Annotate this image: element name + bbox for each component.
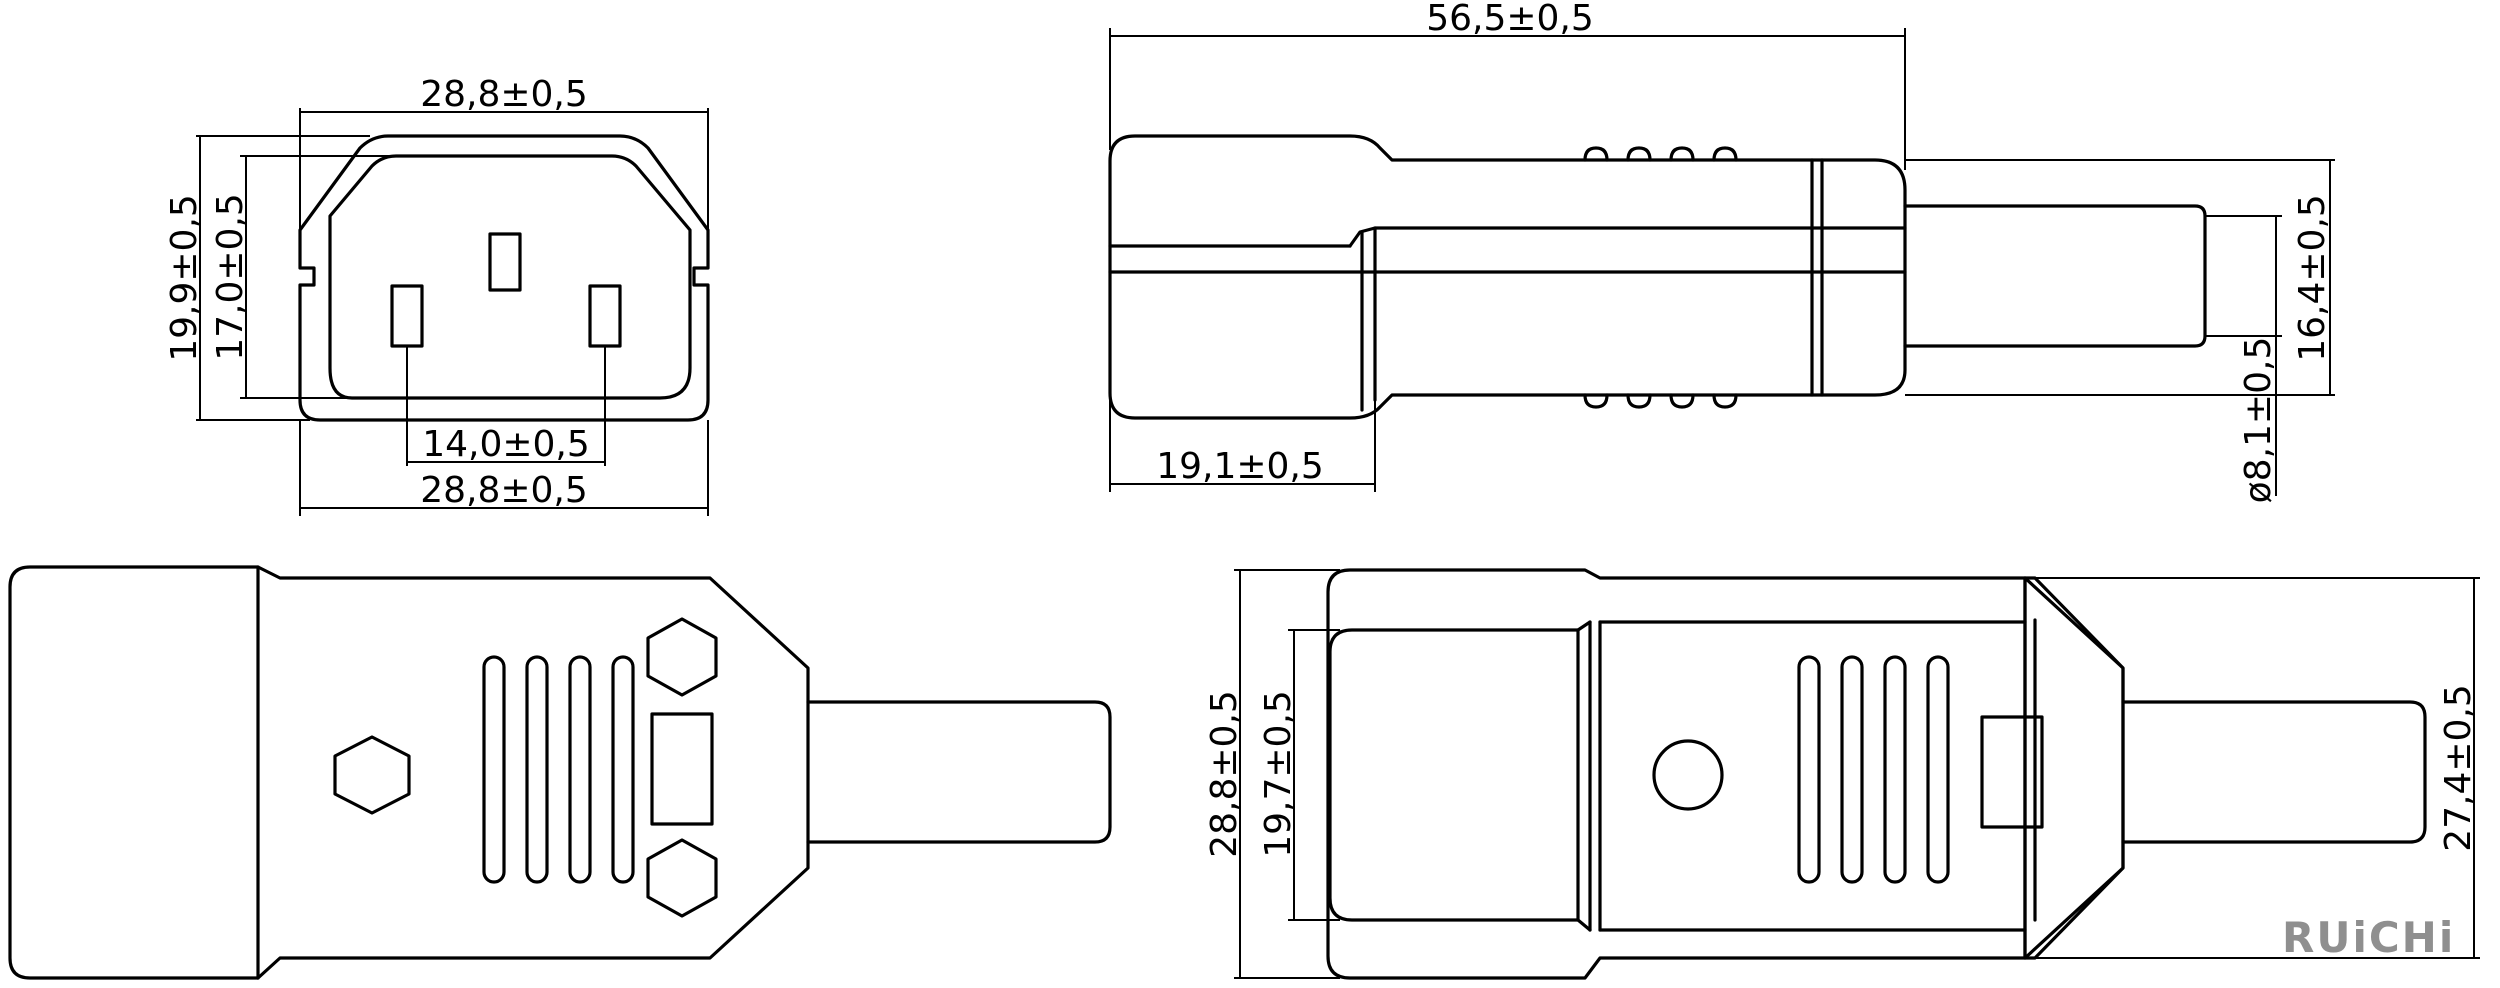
- bl-grip-slot-2: [525, 655, 549, 884]
- dim-front-width-bottom: 28,8±0,5: [299, 420, 709, 516]
- br-head-inner: [1328, 628, 1580, 922]
- front-view: 28,8±0,5 19,9±0,5 17,0±0,5 14,0±0,5: [164, 74, 710, 516]
- dim-label-front-width-top: 28,8±0,5: [420, 74, 588, 115]
- br-grip-slot-2: [1840, 655, 1864, 884]
- side-cable-outline: [1903, 204, 2207, 348]
- brand-logo: RUiCHi: [2282, 913, 2455, 962]
- br-round-mark: [1652, 739, 1724, 811]
- side-view: 56,5±0,5 19,1±0,5 16,4±0,5 ø8,1±0,5: [1108, 0, 2335, 504]
- dim-side-total-length: 56,5±0,5: [1109, 0, 1906, 170]
- socket-inner-outline: [328, 154, 692, 400]
- dim-label-side-cable-diameter: ø8,1±0,5: [2238, 337, 2279, 504]
- neutral-pin-slot: [588, 284, 622, 348]
- bl-grip-slot-4: [611, 655, 635, 884]
- grip-bump-top-3: [1669, 146, 1695, 162]
- br-grip-slot-1: [1797, 655, 1821, 884]
- br-grip-slot-4: [1926, 655, 1950, 884]
- dim-front-width-top: 28,8±0,5: [299, 74, 709, 232]
- grip-bump-bottom-2: [1626, 393, 1652, 409]
- dim-label-top-outer-width: 28,8±0,5: [1204, 690, 1245, 858]
- dim-pin-spacing: 14,0±0,5: [406, 346, 606, 466]
- dim-label-pin-spacing: 14,0±0,5: [422, 424, 590, 465]
- bl-hex-bottom: [646, 838, 718, 918]
- side-connector-outline: [1108, 134, 1907, 420]
- grip-bump-top-1: [1583, 146, 1609, 162]
- dim-top-inner-width: 19,7±0,5: [1258, 629, 1340, 921]
- bl-body-outline: [256, 565, 810, 980]
- dim-label-front-height-inner: 17,0±0,5: [210, 193, 251, 361]
- grip-bump-top-4: [1712, 146, 1738, 162]
- grip-bump-top-2: [1626, 146, 1652, 162]
- dim-side-cable-diameter: ø8,1±0,5: [2205, 215, 2282, 504]
- dim-side-cable-height: 16,4±0,5: [1905, 159, 2335, 396]
- grip-bump-bottom-1: [1583, 393, 1609, 409]
- dim-label-side-cable-height: 16,4±0,5: [2292, 194, 2333, 362]
- bl-label-window: [650, 712, 714, 826]
- dim-side-head-length: 19,1±0,5: [1109, 400, 1376, 492]
- dim-label-top-body-width: 27,4±0,5: [2438, 684, 2479, 852]
- dim-label-side-total-length: 56,5±0,5: [1426, 0, 1594, 39]
- bl-grip-slot-1: [482, 655, 506, 884]
- br-cable-outline: [2121, 700, 2427, 844]
- bl-cable-outline: [806, 700, 1112, 844]
- dim-label-front-width-bottom: 28,8±0,5: [420, 470, 588, 511]
- dim-top-body-width: 27,4±0,5: [2035, 577, 2480, 959]
- dim-front-height-inner: 17,0±0,5: [210, 155, 390, 399]
- dim-label-front-height-outer: 19,9±0,5: [164, 194, 205, 362]
- live-pin-slot: [390, 284, 424, 348]
- dim-top-outer-width: 28,8±0,5: [1204, 569, 1340, 979]
- grip-bump-bottom-4: [1712, 393, 1738, 409]
- bl-hex-left: [333, 735, 411, 815]
- grip-bump-bottom-3: [1669, 393, 1695, 409]
- dim-label-top-inner-width: 19,7±0,5: [1258, 690, 1299, 858]
- bl-grip-slot-3: [568, 655, 592, 884]
- dim-label-side-head-length: 19,1±0,5: [1156, 446, 1324, 487]
- side-flange-step-top: [1348, 226, 1907, 248]
- br-grip-slot-3: [1883, 655, 1907, 884]
- br-body-line-top: [1576, 620, 1592, 632]
- earth-pin-slot: [488, 232, 522, 292]
- dim-front-height-outer: 19,9±0,5: [164, 135, 370, 421]
- br-body-line-bottom: [1576, 918, 1592, 932]
- br-label-window: [1980, 715, 2044, 829]
- br-tail-bevel: [2023, 576, 2125, 960]
- socket-outer-outline: [298, 134, 710, 422]
- bl-hex-top: [646, 617, 718, 697]
- bottom-right-view: 28,8±0,5 19,7±0,5 27,4±0,5: [1204, 568, 2480, 980]
- bottom-left-view: [8, 565, 1112, 980]
- bl-head-outline: [8, 565, 260, 980]
